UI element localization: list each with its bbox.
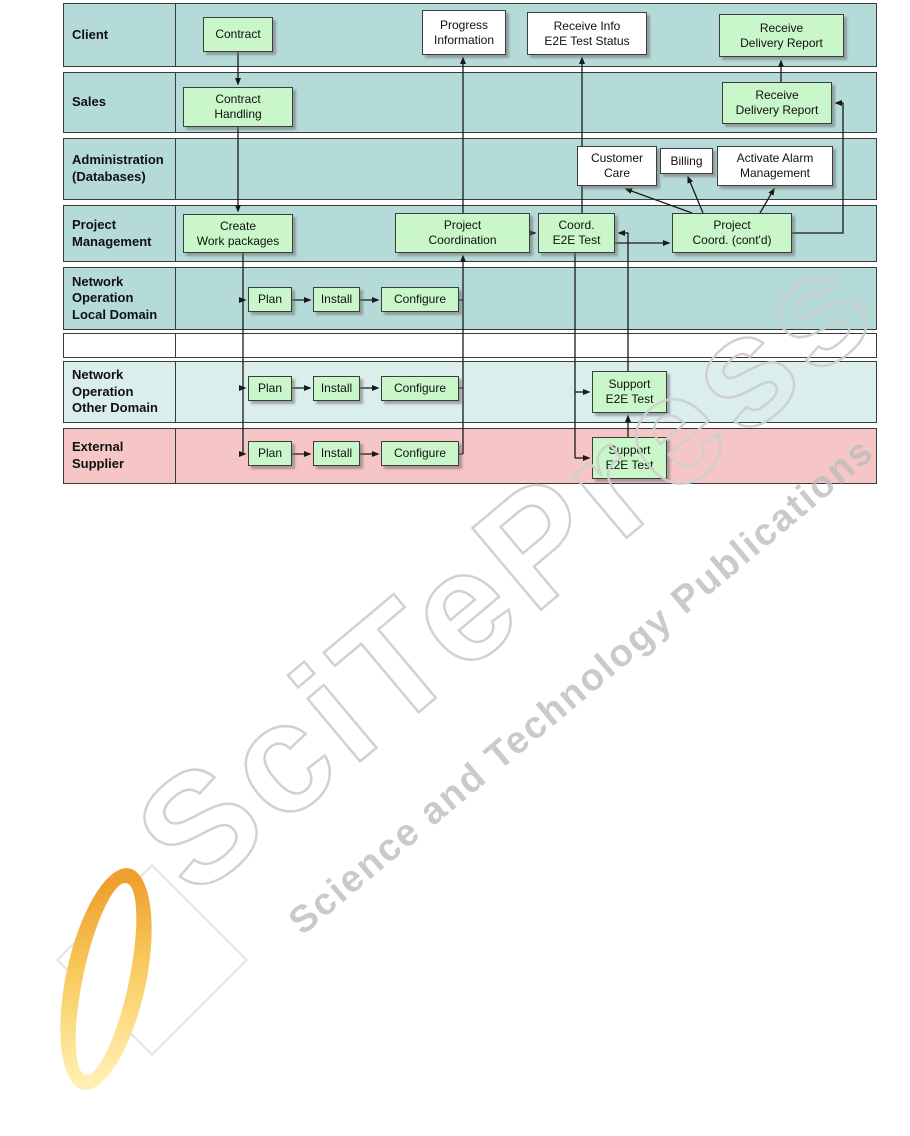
- box-configure-local: Configure: [381, 287, 459, 312]
- lane-network-other-domain: Network Operation Other Domain: [63, 361, 877, 423]
- box-coord-e2e-test: Coord. E2E Test: [538, 213, 615, 253]
- box-plan-external: Plan: [248, 441, 292, 466]
- box-configure-external: Configure: [381, 441, 459, 466]
- box-install-external: Install: [313, 441, 360, 466]
- box-receive-delivery-report-client: Receive Delivery Report: [719, 14, 844, 57]
- box-create-work-packages: Create Work packages: [183, 214, 293, 253]
- box-receive-info-e2e-test-status: Receive Info E2E Test Status: [527, 12, 647, 55]
- lane-label-spacer: [64, 334, 176, 357]
- box-project-coordination: Project Coordination: [395, 213, 530, 253]
- lane-external-supplier: External Supplier: [63, 428, 877, 484]
- box-activate-alarm-management: Activate Alarm Management: [717, 146, 833, 186]
- box-plan-local: Plan: [248, 287, 292, 312]
- box-contract-handling: Contract Handling: [183, 87, 293, 127]
- lane-label-sales: Sales: [64, 73, 176, 132]
- lane-label-project-management: Project Management: [64, 206, 176, 261]
- lane-network-local-domain: Network Operation Local Domain: [63, 267, 877, 330]
- lane-label-network-local-domain: Network Operation Local Domain: [64, 268, 176, 329]
- lane-label-network-other-domain: Network Operation Other Domain: [64, 362, 176, 422]
- lane-label-external-supplier: External Supplier: [64, 429, 176, 483]
- box-customer-care: Customer Care: [577, 146, 657, 186]
- box-support-e2e-test-other: Support E2E Test: [592, 371, 667, 413]
- box-billing: Billing: [660, 148, 713, 174]
- lane-label-client: Client: [64, 4, 176, 66]
- box-support-e2e-test-external: Support E2E Test: [592, 437, 667, 479]
- box-install-local: Install: [313, 287, 360, 312]
- box-project-coord-contd: Project Coord. (cont'd): [672, 213, 792, 253]
- lane-label-administration: Administration (Databases): [64, 139, 176, 199]
- box-plan-other: Plan: [248, 376, 292, 401]
- box-configure-other: Configure: [381, 376, 459, 401]
- box-receive-delivery-report-sales: Receive Delivery Report: [722, 82, 832, 124]
- lane-spacer: [63, 333, 877, 358]
- box-install-other: Install: [313, 376, 360, 401]
- box-contract: Contract: [203, 17, 273, 52]
- box-progress-information: Progress Information: [422, 10, 506, 55]
